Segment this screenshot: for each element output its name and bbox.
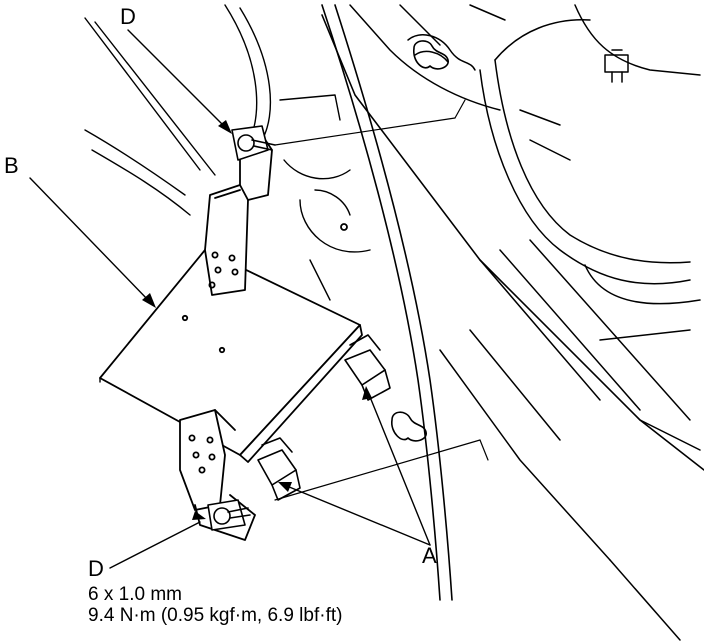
callout-d-top: D	[120, 4, 136, 29]
bracket-b	[99, 134, 363, 541]
clip-a-upper	[344, 334, 391, 401]
leader-lines	[29, 29, 431, 569]
interior-seat-outline	[349, 4, 701, 641]
keyhole-cutouts	[391, 40, 449, 442]
torque-text: 9.4 N·m (0.95 kgf·m, 6.9 lbf·ft)	[88, 605, 343, 626]
body-panel-lines	[84, 4, 371, 301]
callout-d-bottom: D	[88, 556, 104, 581]
torque-specification: 6 x 1.0 mm 9.4 N·m (0.95 kgf·m, 6.9 lbf·…	[88, 584, 342, 626]
arrowheads	[142, 120, 372, 520]
bolt-d-top	[231, 125, 276, 161]
alignment-lines	[274, 99, 489, 501]
callout-b: B	[4, 153, 19, 178]
callout-a: A	[422, 543, 437, 568]
bolt-size-text: 6 x 1.0 mm	[88, 584, 182, 605]
trim-clip-top-right	[604, 49, 629, 83]
clip-a-lower	[257, 437, 301, 501]
bolt-d-bottom	[207, 499, 251, 531]
